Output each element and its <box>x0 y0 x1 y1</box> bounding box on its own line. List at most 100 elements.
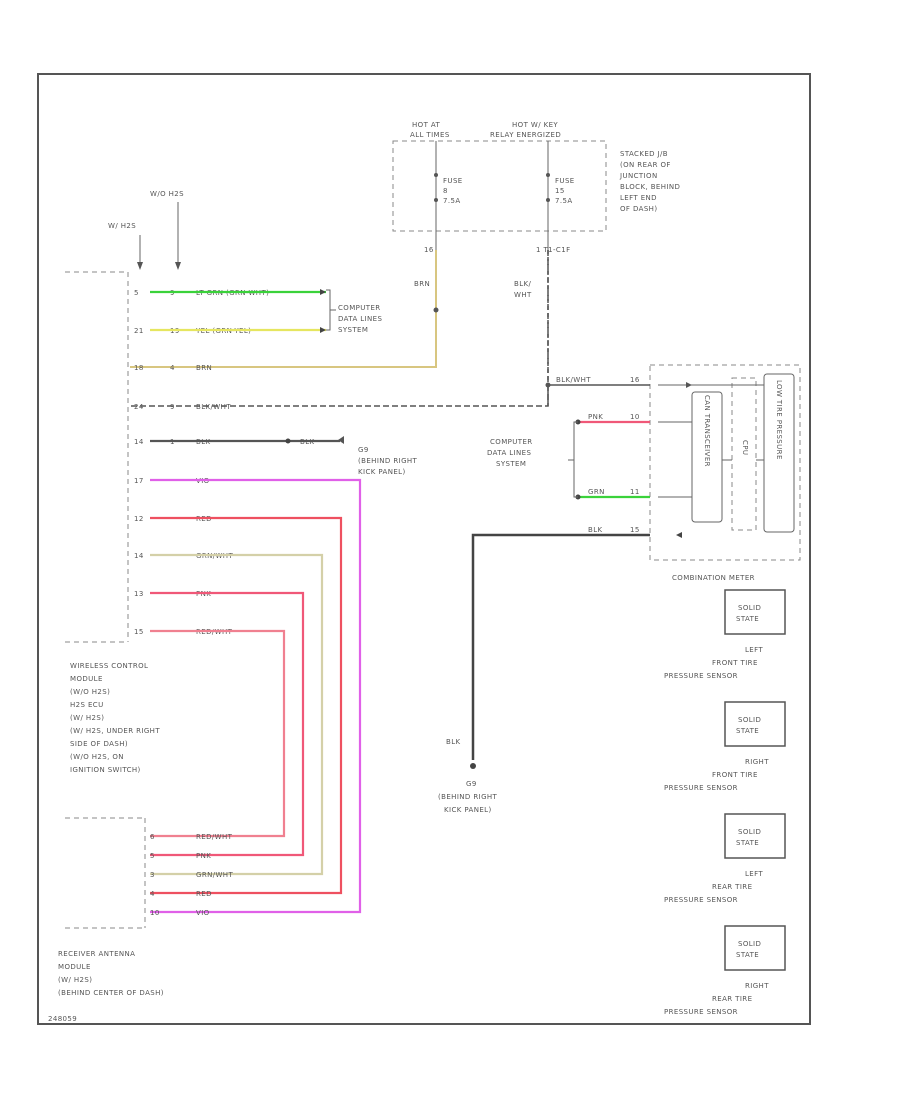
module-pin-5: 17 <box>134 477 144 485</box>
tire-sensor-1: SOLID STATE RIGHT FRONT TIRE PRESSURE SENSOR <box>664 701 786 792</box>
sensor-label-0-a: LEFT <box>745 646 763 654</box>
hot-key-label-1: HOT W/ KEY <box>512 121 558 129</box>
data-lines-top-2: DATA LINES <box>338 315 382 323</box>
with-h2s-label: W/ H2S <box>108 222 136 230</box>
hot-key-label-2: RELAY ENERGIZED <box>490 131 561 139</box>
antenna-pin-0: 6 <box>150 833 155 841</box>
meter-can-transceiver: CAN TRANSCEIVER <box>703 395 711 467</box>
fuse2-label: FUSE <box>555 177 575 185</box>
solid-state-box-2 <box>724 813 786 859</box>
sensor-label-3-b: REAR TIRE <box>712 995 752 1003</box>
meter-wire-label-1: GRN <box>588 488 605 496</box>
antenna-wire-label-0: RED/WHT <box>196 833 233 841</box>
receiver-antenna-label: RECEIVER ANTENNA MODULE (W/ H2S) (BEHIND… <box>58 950 164 997</box>
meter-pin-label-2: 15 <box>630 526 640 534</box>
corner-code: 248059 <box>48 1015 77 1023</box>
module-label-2: MODULE <box>70 675 103 683</box>
module-pin-0: 5 <box>134 289 139 297</box>
sensor-label-1-c: PRESSURE SENSOR <box>664 784 738 792</box>
meter-in-pin-label: 16 <box>630 376 640 384</box>
without-h2s-label: W/O H2S <box>150 190 184 198</box>
antenna-pin-2: 3 <box>150 871 155 879</box>
module-ground-dot <box>285 438 291 444</box>
solid-state-text-1-b: STATE <box>736 727 759 735</box>
data-lines-right-1: COMPUTER <box>490 438 533 446</box>
fuse2-number: 15 <box>555 187 565 195</box>
antenna-pin-4: 10 <box>150 909 160 917</box>
fuse1-pin: 16 <box>424 246 434 254</box>
data-lines-top-1: COMPUTER <box>338 304 381 312</box>
antenna-label-3: (W/ H2S) <box>58 976 92 984</box>
solid-state-box-1 <box>724 701 786 747</box>
sensor-label-0-b: FRONT TIRE <box>712 659 758 667</box>
module-wire-label-2: BRN <box>196 364 212 372</box>
fuse-location-5: LEFT END <box>620 194 657 202</box>
module-wire-label-3: BLK/WHT <box>196 403 231 411</box>
sensor-label-0-c: PRESSURE SENSOR <box>664 672 738 680</box>
solid-state-text-1-a: SOLID <box>738 716 761 724</box>
combination-meter: CAN TRANSCEIVER CPU LOW TIRE PRESSURE CO… <box>649 364 801 582</box>
module-label-5: (W/ H2S) <box>70 714 104 722</box>
module-label-3: (W/O H2S) <box>70 688 110 696</box>
module-wire-7 <box>150 553 324 876</box>
sensor-label-2-a: LEFT <box>745 870 763 878</box>
sensor-label-2-c: PRESSURE SENSOR <box>664 896 738 904</box>
antenna-label-4: (BEHIND CENTER OF DASH) <box>58 989 164 997</box>
module-wire-6 <box>150 516 343 895</box>
module-pin-3: 24 <box>134 403 144 411</box>
module-wire-8 <box>150 591 305 857</box>
fuse-location-3: JUNCTION <box>619 172 658 180</box>
fuse1-number: 8 <box>443 187 448 195</box>
module-pin-1: 21 <box>134 327 144 335</box>
fuse-location-2: (ON REAR OF <box>620 161 671 169</box>
meter-ground-wire <box>471 533 650 760</box>
meter-pin-label-0: 10 <box>630 413 640 421</box>
meter-pin-label-1: 11 <box>630 488 640 496</box>
antenna-label-2: MODULE <box>58 963 91 971</box>
diagram-frame <box>37 73 811 1025</box>
fuse2-wire-2: WHT <box>514 291 532 299</box>
module-pin-6: 12 <box>134 515 144 523</box>
data-lines-right-2: DATA LINES <box>487 449 531 457</box>
fuse2-pin: 1 T1-C1F <box>536 246 571 254</box>
sensor-label-2-b: REAR TIRE <box>712 883 752 891</box>
module-wire-arrow-1 <box>320 327 326 333</box>
solid-state-text-3-b: STATE <box>736 951 759 959</box>
antenna-pin-3: 4 <box>150 890 155 898</box>
ground-top-3: KICK PANEL) <box>358 468 406 476</box>
meter-cpu: CPU <box>741 440 749 455</box>
meter-low-tire-pressure: LOW TIRE PRESSURE <box>775 380 783 460</box>
meter-in-wire-label: BLK/WHT <box>556 376 591 384</box>
sensor-label-1-b: FRONT TIRE <box>712 771 758 779</box>
fuse-location-4: BLOCK, BEHIND <box>620 183 680 191</box>
sensor-label-1-a: RIGHT <box>745 758 769 766</box>
antenna-wire-label-2: GRN/WHT <box>196 871 233 879</box>
ground-top-2: (BEHIND RIGHT <box>358 457 418 465</box>
ground-wire-label: BLK <box>446 738 461 746</box>
antenna-label-1: RECEIVER ANTENNA <box>58 950 135 958</box>
module-pin2-2: 4 <box>170 364 175 372</box>
combination-meter-label: COMBINATION METER <box>672 574 755 582</box>
module-pin-7: 14 <box>134 552 144 560</box>
fuse-box: HOT AT ALL TIMES HOT W/ KEY RELAY ENERGI… <box>392 121 680 299</box>
solid-state-box-3 <box>724 925 786 971</box>
fuse1-label: FUSE <box>443 177 463 185</box>
meter-wire-label-0: PNK <box>588 413 603 421</box>
ground-bottom-2: (BEHIND RIGHT <box>438 793 498 801</box>
fuse2-wire-1: BLK/ <box>514 280 531 288</box>
antenna-pin-1: 5 <box>150 852 155 860</box>
hot-at-label-1: HOT AT <box>412 121 441 129</box>
module-wire-arrow-0 <box>320 289 326 295</box>
ground-bottom-3: KICK PANEL) <box>444 806 492 814</box>
antenna-wire-label-3: RED <box>196 890 212 898</box>
module-wires: 59LT GRN (GRN-WHT)2119YEL (GRN-YEL)184BR… <box>134 289 362 914</box>
module-pin-2: 18 <box>134 364 144 372</box>
module-label-6: (W/ H2S, UNDER RIGHT <box>70 727 160 735</box>
